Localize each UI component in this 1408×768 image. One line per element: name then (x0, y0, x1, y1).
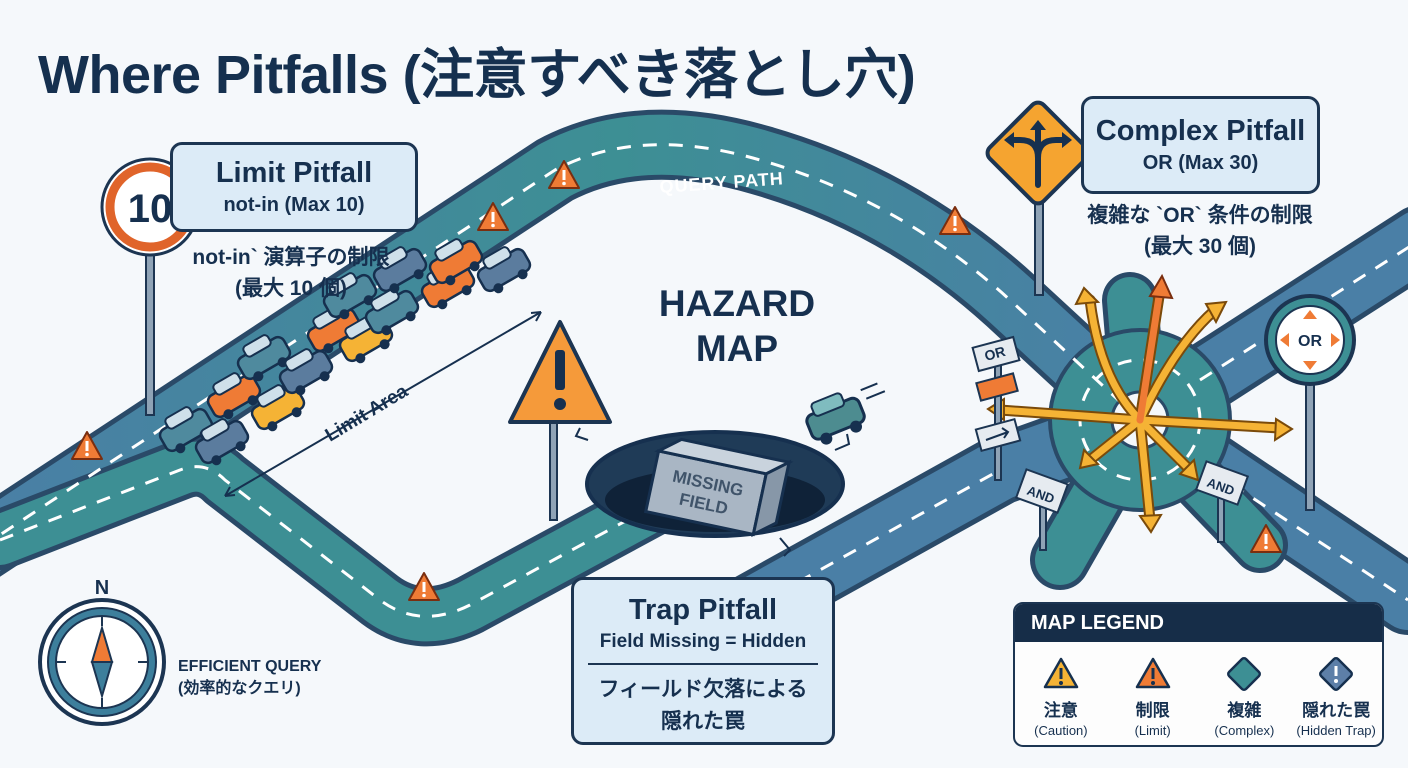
car-icon (428, 238, 484, 286)
compass-label-line1: EFFICIENT QUERY (178, 658, 322, 675)
or-street-sign-label: OR (983, 343, 1007, 364)
limit-pitfall-note: not-in` 演算子の制限 (最大 10 個) (176, 242, 406, 304)
complex-pitfall-title: Complex Pitfall (1095, 115, 1306, 147)
hidden-trap-diamond-icon (1319, 657, 1354, 691)
legend-item: 注意 (Caution) (1018, 656, 1104, 738)
car-icon (476, 246, 532, 294)
small-caution-icon (939, 206, 971, 235)
legend-items: 注意 (Caution) 制限 (Limit) 複雑 (Complex) 隠れた罠 (Hidd… (1015, 642, 1382, 738)
limit-pitfall-subtitle: not-in (Max 10) (223, 194, 365, 216)
small-caution-icon (477, 202, 509, 231)
trap-pitfall-title: Trap Pitfall (628, 594, 778, 626)
trap-note-line1: フィールド欠落による (598, 678, 808, 701)
small-caution-icon (1250, 524, 1282, 553)
or-street-sign: OR (971, 335, 1022, 481)
caution-triangle-icon (1043, 657, 1079, 689)
or-round-sign: OR (1264, 294, 1356, 511)
legend-item-label: 注意 (1043, 701, 1078, 720)
branching-arrows-icon (1007, 123, 1069, 188)
limit-area-arrow (224, 311, 542, 497)
hazard-warning-sign (508, 320, 612, 521)
legend-item-caption: (Limit) (1134, 723, 1171, 738)
legend-item: 隠れた罠 (Hidden Trap) (1293, 656, 1379, 738)
compass-label: EFFICIENT QUERY (効率的なクエリ) (178, 656, 321, 700)
falling-car-icon (805, 382, 886, 445)
limit-triangle-icon (1135, 657, 1170, 689)
limit-area-label: Limit Area (322, 381, 412, 447)
car-icon (322, 272, 378, 320)
car-icon (372, 246, 428, 294)
page-title: Where Pitfalls (注意すべき落とし穴) (38, 45, 916, 105)
small-caution-icon (71, 431, 103, 460)
complex-diamond-icon (1227, 657, 1262, 691)
complex-pitfall-callout: Complex Pitfall OR (Max 30) (1081, 96, 1320, 194)
complex-pitfall-subtitle: OR (Max 30) (1142, 152, 1259, 174)
caution-markers (71, 160, 1282, 601)
car-icon (236, 334, 292, 382)
map-legend: MAP LEGEND 注意 (Caution) 制限 (Limit) 複雑 (Comple… (1013, 602, 1384, 747)
legend-item-caption: (Caution) (1034, 723, 1088, 738)
legend-item-caption: (Hidden Trap) (1296, 723, 1376, 738)
complex-note-line2: (最大 30 個) (1143, 235, 1256, 258)
compass-icon: N (38, 577, 166, 726)
limit-note-line1: not-in` 演算子の制限 (192, 246, 390, 269)
legend-item-label: 制限 (1135, 701, 1170, 720)
legend-item-label: 隠れた罠 (1302, 701, 1371, 720)
traffic-jam-cars (158, 238, 532, 466)
or-round-sign-label: OR (1298, 333, 1322, 350)
limit-note-line2: (最大 10 個) (234, 277, 347, 300)
trap-pitfall-callout: Trap Pitfall Field Missing = Hidden フィール… (571, 577, 835, 745)
and-sign-right: AND (1194, 460, 1250, 543)
hazard-map-line1: HAZARD (658, 283, 816, 324)
hazard-map-title: HAZARD MAP (637, 281, 837, 371)
intersection-arrows (986, 273, 1294, 534)
complex-note-line1: 複雑な `OR` 条件の制限 (1087, 204, 1313, 227)
small-caution-icon (548, 160, 580, 189)
car-icon (278, 348, 334, 396)
legend-heading: MAP LEGEND (1015, 604, 1382, 642)
legend-item: 制限 (Limit) (1110, 656, 1196, 738)
car-icon (194, 418, 250, 466)
limit-sign-number: 10 (128, 187, 173, 231)
exclamation-icon (555, 350, 565, 390)
car-icon (250, 384, 306, 432)
compass-north: N (95, 577, 109, 599)
legend-item: 複雑 (Complex) (1201, 656, 1287, 738)
car-icon (206, 372, 262, 420)
and-sign-left: AND (1014, 468, 1070, 551)
missing-field-pit: MISSING FIELD (574, 427, 851, 557)
trap-pitfall-subtitle: Field Missing = Hidden (599, 631, 807, 652)
car-icon (364, 288, 420, 336)
trap-note-line2: 隠れた罠 (661, 710, 745, 733)
legend-item-caption: (Complex) (1214, 723, 1275, 738)
small-caution-icon (408, 572, 440, 601)
limit-pitfall-title: Limit Pitfall (215, 157, 373, 189)
complex-diamond-sign (985, 100, 1091, 296)
hazard-map-line2: MAP (695, 328, 779, 369)
complex-pitfall-note: 複雑な `OR` 条件の制限 (最大 30 個) (1080, 200, 1320, 262)
limit-pitfall-callout: Limit Pitfall not-in (Max 10) (170, 142, 418, 232)
trap-divider (588, 663, 818, 665)
compass-label-line2: (効率的なクエリ) (178, 680, 301, 697)
legend-item-label: 複雑 (1227, 701, 1262, 720)
